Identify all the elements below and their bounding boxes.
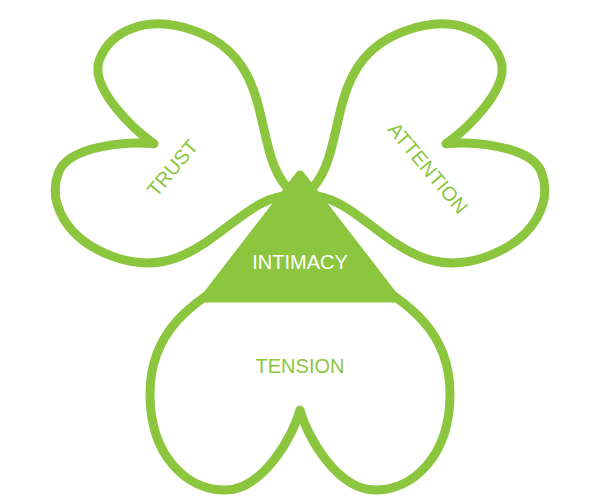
- clover-node: INTIMACY: [247, 247, 353, 277]
- heart-leaf: [150, 215, 450, 490]
- center-triangle: [205, 175, 395, 298]
- leaf-label: TENSION: [256, 354, 345, 378]
- center-label: INTIMACY: [252, 250, 348, 274]
- clover-node: TENSION: [251, 351, 350, 381]
